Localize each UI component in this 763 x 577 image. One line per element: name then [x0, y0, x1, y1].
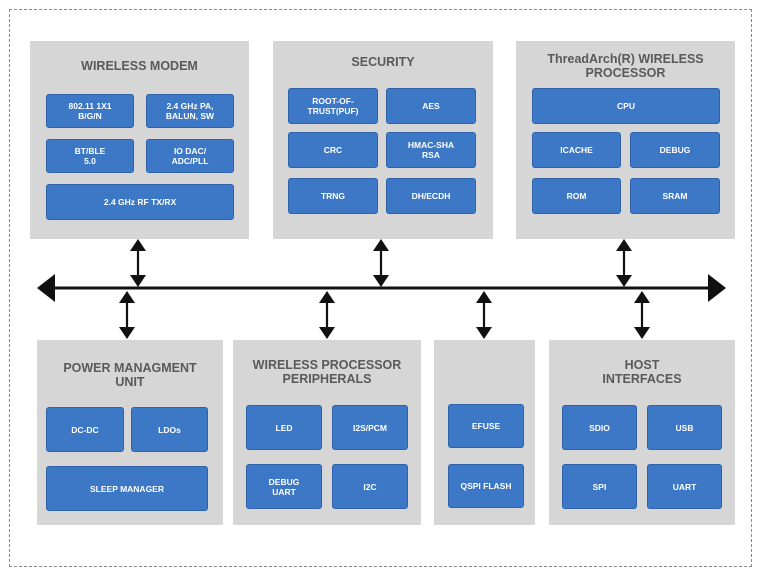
uart-chip: UART — [647, 464, 722, 509]
rf-tx-rx-chip: 2.4 GHz RF TX/RX — [46, 184, 234, 220]
wifi-80211-chip: 802.11 1X1 B/G/N — [46, 94, 134, 128]
spi-chip: SPI — [562, 464, 637, 509]
power-bus-connector-arrow — [119, 291, 135, 339]
security-bus-connector-arrow — [373, 239, 389, 287]
aes-chip: AES — [386, 88, 476, 124]
cpu-chip: CPU — [532, 88, 720, 124]
security-block: SECURITY ROOT-OF- TRUST(PUF) AES CRC HMA… — [273, 41, 493, 239]
hmac-sha-rsa-chip: HMAC-SHA RSA — [386, 132, 476, 168]
trng-chip: TRNG — [288, 178, 378, 214]
dashed-border-frame — [9, 9, 752, 567]
modem-bus-connector-arrow — [130, 239, 146, 287]
wireless-modem-title: WIRELESS MODEM — [81, 59, 198, 73]
ldos-chip: LDOs — [131, 407, 208, 452]
processor-bus-connector-arrow — [616, 239, 632, 287]
peripherals-bus-connector-arrow — [319, 291, 335, 339]
led-chip: LED — [246, 405, 322, 450]
bt-ble-chip: BT/BLE 5.0 — [46, 139, 134, 173]
wireless-modem-block: WIRELESS MODEM 802.11 1X1 B/G/N 2.4 GHz … — [30, 41, 249, 239]
i2s-pcm-chip: I2S/PCM — [332, 405, 408, 450]
root-of-trust-chip: ROOT-OF- TRUST(PUF) — [288, 88, 378, 124]
dc-dc-chip: DC-DC — [46, 407, 124, 452]
icache-chip: ICACHE — [532, 132, 621, 168]
bus-right-arrowhead — [708, 274, 726, 302]
threadarch-title: ThreadArch(R) WIRELESS PROCESSOR — [547, 52, 704, 80]
threadarch-processor-block: ThreadArch(R) WIRELESS PROCESSOR CPU ICA… — [516, 41, 735, 239]
sram-chip: SRAM — [630, 178, 720, 214]
host-interfaces-block: HOST INTERFACES SDIO USB SPI UART — [549, 340, 735, 525]
usb-chip: USB — [647, 405, 722, 450]
debug-uart-chip: DEBUG UART — [246, 464, 322, 509]
rom-chip: ROM — [532, 178, 621, 214]
memory-block: EFUSE QSPI FLASH — [434, 340, 535, 525]
crc-chip: CRC — [288, 132, 378, 168]
io-dac-adc-pll-chip: IO DAC/ ADC/PLL — [146, 139, 234, 173]
security-title: SECURITY — [351, 55, 415, 69]
qspi-flash-chip: QSPI FLASH — [448, 464, 524, 508]
sleep-manager-chip: SLEEP MANAGER — [46, 466, 208, 511]
power-management-title: POWER MANAGMENT UNIT — [63, 361, 197, 389]
host-interfaces-title: HOST INTERFACES — [602, 358, 682, 386]
pa-balun-sw-chip: 2.4 GHz PA, BALUN, SW — [146, 94, 234, 128]
wireless-peripherals-block: WIRELESS PROCESSOR PERIPHERALS LED I2S/P… — [233, 340, 421, 525]
bus-left-arrowhead — [37, 274, 55, 302]
dh-ecdh-chip: DH/ECDH — [386, 178, 476, 214]
i2c-chip: I2C — [332, 464, 408, 509]
efuse-chip: EFUSE — [448, 404, 524, 448]
host-bus-connector-arrow — [634, 291, 650, 339]
power-management-block: POWER MANAGMENT UNIT DC-DC LDOs SLEEP MA… — [37, 340, 223, 525]
debug-chip: DEBUG — [630, 132, 720, 168]
sdio-chip: SDIO — [562, 405, 637, 450]
memory-bus-connector-arrow — [476, 291, 492, 339]
wireless-peripherals-title: WIRELESS PROCESSOR PERIPHERALS — [252, 358, 402, 386]
